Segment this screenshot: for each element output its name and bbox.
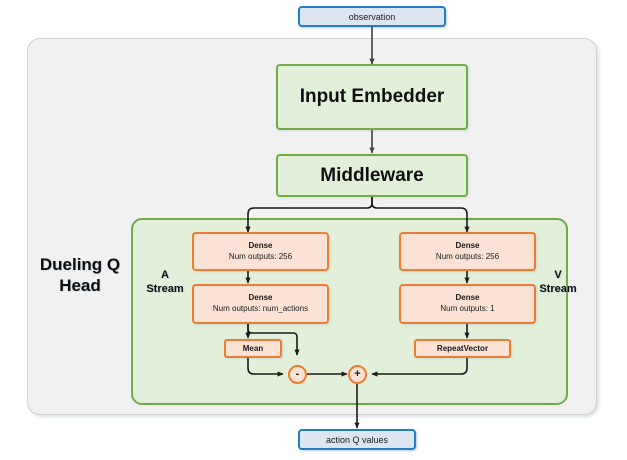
node-v-dense-256[interactable]: Dense Num outputs: 256 [399, 232, 536, 271]
node-v-dense-1[interactable]: Dense Num outputs: 1 [399, 284, 536, 324]
mean-label: Mean [242, 344, 264, 353]
node-observation[interactable]: observation [298, 6, 446, 27]
v-dense-1-sub: Num outputs: 1 [440, 304, 495, 313]
action-q-values-label: action Q values [325, 434, 389, 445]
a-dense-num-actions-sub: Num outputs: num_actions [212, 304, 309, 313]
a-stream-label-line1: A [161, 269, 169, 281]
node-middleware[interactable]: Middleware [276, 154, 468, 197]
subtract-symbol: - [295, 368, 300, 380]
operator-subtract[interactable]: - [288, 365, 307, 384]
dueling-q-head-label-line1: Dueling Q [39, 255, 121, 274]
node-action-q-values[interactable]: action Q values [298, 429, 416, 450]
node-repeatvector[interactable]: RepeatVector [414, 339, 511, 358]
input-embedder-label: Input Embedder [299, 86, 445, 107]
node-mean[interactable]: Mean [224, 339, 282, 358]
a-dense-256-sub: Num outputs: 256 [228, 251, 293, 261]
node-a-dense-num-actions[interactable]: Dense Num outputs: num_actions [192, 284, 329, 324]
operator-add[interactable]: + [348, 365, 367, 384]
middleware-label: Middleware [320, 164, 424, 186]
a-stream-label-line2: Stream [146, 283, 184, 296]
v-stream-label-line1: V [554, 269, 562, 281]
v-dense-256-title: Dense [455, 240, 480, 250]
add-symbol: + [354, 368, 361, 380]
v-stream-label: V Stream [530, 268, 586, 297]
repeatvector-label: RepeatVector [436, 344, 489, 353]
v-dense-256-sub: Num outputs: 256 [435, 251, 500, 261]
node-input-embedder[interactable]: Input Embedder [276, 64, 468, 130]
a-dense-256-title: Dense [248, 240, 273, 250]
a-stream-label: A Stream [137, 268, 193, 297]
node-a-dense-256[interactable]: Dense Num outputs: 256 [192, 232, 329, 271]
v-stream-label-line2: Stream [539, 283, 577, 296]
dueling-q-head-label: Dueling Q Head [30, 255, 130, 296]
dueling-q-head-label-line2: Head [59, 275, 101, 295]
v-dense-1-title: Dense [455, 293, 480, 303]
a-dense-num-actions-title: Dense [248, 293, 273, 303]
observation-label: observation [348, 11, 396, 22]
